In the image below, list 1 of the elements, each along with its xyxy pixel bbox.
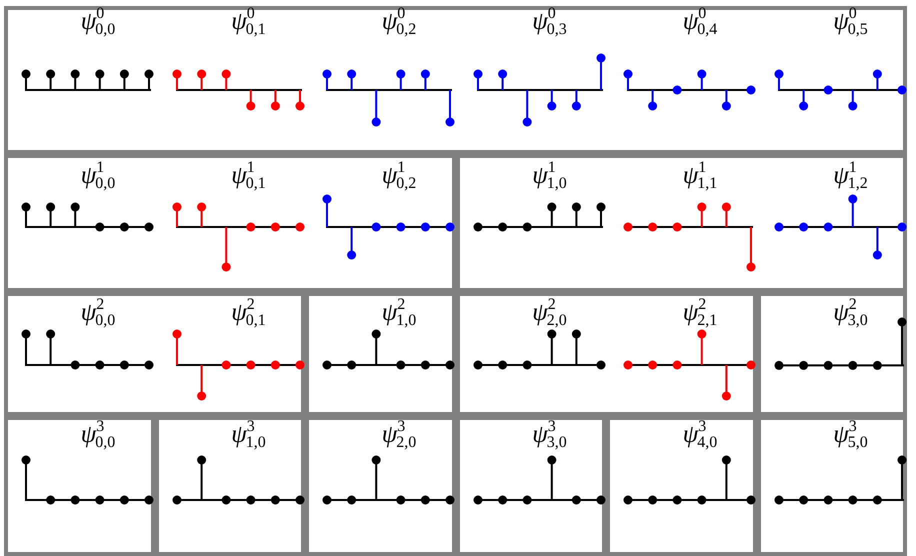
panel-box <box>4 6 907 154</box>
